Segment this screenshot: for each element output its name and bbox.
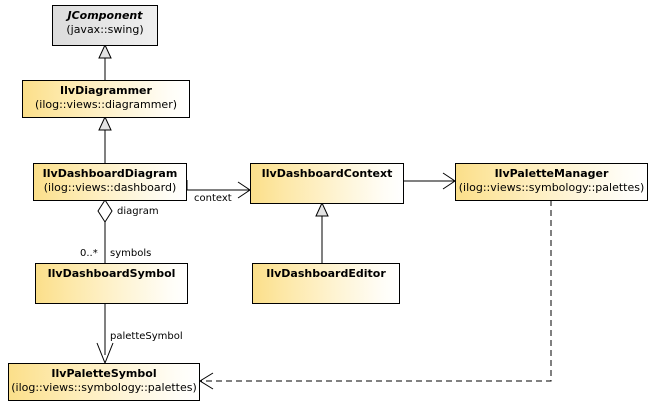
class-package-ilvpalettesymbol: (ilog::views::symbology::palettes) xyxy=(11,381,197,394)
class-name-ilvpalettesymbol: IlvPaletteSymbol xyxy=(51,367,157,380)
class-box-ilvdashboardeditor[interactable]: IlvDashboardEditor xyxy=(252,263,400,304)
edge-generalization-editor-context xyxy=(315,201,329,263)
edge-association-context-palettemanager xyxy=(404,172,456,190)
class-box-ilvpalettemanager[interactable]: IlvPaletteManager (ilog::views::symbolog… xyxy=(455,163,648,201)
edge-label-palette-symbol: paletteSymbol xyxy=(110,331,183,342)
edge-generalization-dashboarddiagram-diagrammer xyxy=(98,115,112,163)
edge-label-symbols-multiplicity: 0..* xyxy=(80,248,98,259)
class-package-ilvdiagrammer: (ilog::views::diagrammer) xyxy=(34,98,178,111)
class-name-ilvpalettemanager: IlvPaletteManager xyxy=(494,167,609,180)
class-name-ilvdashboarddiagram: IlvDashboardDiagram xyxy=(42,167,178,180)
class-box-ilvdashboarddiagram[interactable]: IlvDashboardDiagram (ilog::views::dashbo… xyxy=(33,163,187,201)
class-package-ilvdashboarddiagram: (ilog::views::dashboard) xyxy=(43,181,177,194)
edge-label-diagram: diagram xyxy=(117,206,159,217)
class-package-ilvpalettemanager: (ilog::views::symbology::palettes) xyxy=(458,181,645,194)
edge-label-symbols: symbols xyxy=(110,248,152,259)
edge-generalization-diagrammer-jcomponent xyxy=(98,43,112,80)
class-name-ilvdiagrammer: IlvDiagrammer xyxy=(60,84,152,97)
class-box-ilvdashboardsymbol[interactable]: IlvDashboardSymbol xyxy=(35,263,188,304)
class-box-ilvpalettesymbol[interactable]: IlvPaletteSymbol (ilog::views::symbology… xyxy=(8,363,200,401)
class-name-jcomponent: JComponent xyxy=(67,9,143,22)
class-name-ilvdashboardsymbol: IlvDashboardSymbol xyxy=(47,267,176,280)
class-box-ilvdashboardcontext[interactable]: IlvDashboardContext xyxy=(250,163,404,204)
class-name-ilvdashboardcontext: IlvDashboardContext xyxy=(261,167,393,180)
class-name-ilvdashboardeditor: IlvDashboardEditor xyxy=(266,267,386,280)
class-box-jcomponent[interactable]: JComponent (javax::swing) xyxy=(52,5,158,46)
class-package-jcomponent: (javax::swing) xyxy=(66,23,144,36)
class-box-ilvdiagrammer[interactable]: IlvDiagrammer (ilog::views::diagrammer) xyxy=(22,80,190,118)
edge-label-context: context xyxy=(194,193,232,204)
